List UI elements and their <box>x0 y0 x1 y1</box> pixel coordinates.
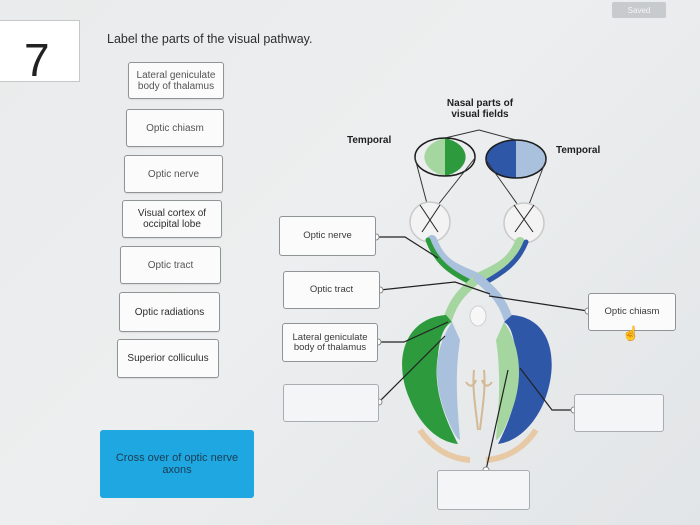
right-eye <box>485 139 547 179</box>
left-eye <box>414 137 476 177</box>
bank-label-lateral-geniculate[interactable]: Lateral geniculate body of thalamus <box>128 62 224 99</box>
retina-arrows <box>419 204 535 233</box>
right-hemisphere-radiations <box>485 315 552 463</box>
right-eyeball <box>503 202 545 244</box>
label-nasal-visual-fields: Nasal parts of visual fields <box>446 98 514 120</box>
label-temporal-left: Temporal <box>347 135 392 146</box>
drop-target-optic-chiasm[interactable]: Optic chiasm <box>588 293 676 331</box>
bank-label-visual-cortex[interactable]: Visual cortex of occipital lobe <box>122 200 222 238</box>
chiasm-center <box>469 305 487 327</box>
brainstem-sketch <box>465 369 493 431</box>
left-hemisphere-radiations <box>402 315 471 463</box>
saved-status-badge: Saved <box>612 2 666 18</box>
bank-label-optic-radiations[interactable]: Optic radiations <box>119 292 220 332</box>
drop-target-optic-tract[interactable]: Optic tract <box>283 271 380 309</box>
optic-pathway <box>425 235 529 323</box>
hint-cross-over-box[interactable]: Cross over of optic nerve axons <box>100 430 254 498</box>
question-number: 7 <box>24 34 50 86</box>
hand-pointer-icon: ☝ <box>622 325 640 341</box>
bank-label-optic-tract[interactable]: Optic tract <box>120 246 221 284</box>
question-prompt: Label the parts of the visual pathway. <box>107 32 313 46</box>
bank-label-superior-colliculus[interactable]: Superior colliculus <box>117 339 219 378</box>
drop-target-lateral-geniculate[interactable]: Lateral geniculate body of thalamus <box>282 323 378 362</box>
bank-label-optic-nerve[interactable]: Optic nerve <box>124 155 223 193</box>
leader-lines <box>376 236 589 471</box>
label-temporal-right: Temporal <box>556 145 601 156</box>
drop-target-optic-nerve[interactable]: Optic nerve <box>279 216 376 256</box>
drop-target-empty-left[interactable] <box>283 384 379 422</box>
drop-target-empty-right[interactable] <box>574 394 664 432</box>
question-number-box: 7 <box>0 20 80 86</box>
drop-target-empty-bottom[interactable] <box>437 470 530 510</box>
bank-label-optic-chiasm[interactable]: Optic chiasm <box>126 109 224 147</box>
